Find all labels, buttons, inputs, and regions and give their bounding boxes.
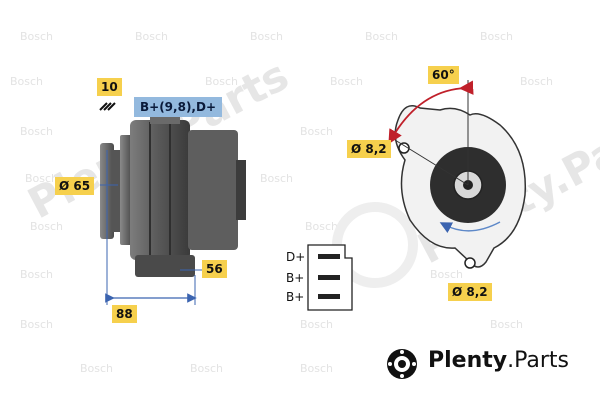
diameter-label: Ø 65 xyxy=(55,177,95,195)
watermark-bosch: Bosch xyxy=(30,220,64,233)
watermark-bosch: Bosch xyxy=(490,318,524,331)
watermark-bosch: Bosch xyxy=(20,125,54,138)
connector-label: B+(9,8),D+ xyxy=(134,97,223,117)
terminal-pin xyxy=(318,294,340,299)
terminal-label: B+ xyxy=(286,271,305,285)
alternator-side-view xyxy=(100,112,246,277)
terminal-block xyxy=(307,244,353,311)
alternator-housing xyxy=(130,120,190,260)
terminal-label: B+ xyxy=(286,290,305,304)
hole-diameter-label-bottom: Ø 8,2 xyxy=(448,283,492,301)
watermark-bosch: Bosch xyxy=(190,362,224,375)
mounting-foot xyxy=(135,255,195,277)
watermark-bosch: Bosch xyxy=(80,362,114,375)
watermark-bosch: Bosch xyxy=(260,172,294,185)
watermark-bosch: Bosch xyxy=(135,30,169,43)
hole-diameter-label-top: Ø 8,2 xyxy=(347,140,391,158)
fan xyxy=(120,135,132,245)
height-dimension-label: 56 xyxy=(202,260,227,278)
rotation-arrow xyxy=(439,221,501,234)
logo-name: Plenty xyxy=(428,348,508,373)
watermark-bosch: Bosch xyxy=(250,30,284,43)
rear-cap xyxy=(236,160,246,220)
watermark-bosch: Bosch xyxy=(25,172,59,185)
logo-suffix: .Parts xyxy=(507,348,569,373)
watermark-bosch: Bosch xyxy=(365,30,399,43)
plenty-parts-logo-icon xyxy=(387,349,417,379)
watermark-bosch: Bosch xyxy=(520,75,554,88)
gasket-label: 10 xyxy=(97,78,122,96)
alternator-front-view xyxy=(388,80,527,269)
dimension-lines xyxy=(100,150,204,305)
rear-housing xyxy=(188,130,238,250)
watermark-bosch: Bosch xyxy=(480,30,514,43)
angle-label: 60° xyxy=(428,66,459,84)
watermark-bosch: Bosch xyxy=(20,268,54,281)
watermark-bosch: Bosch xyxy=(20,30,54,43)
watermark-bosch: Bosch xyxy=(300,362,334,375)
watermark-bosch: Bosch xyxy=(305,220,339,233)
watermark-bosch: Bosch xyxy=(430,268,464,281)
terminal-pin xyxy=(318,275,340,280)
watermark-bosch: Bosch xyxy=(20,318,54,331)
angle-arc xyxy=(388,80,474,145)
mounting-hole-bottom xyxy=(464,257,476,269)
plenty-parts-logo: Plenty.Parts xyxy=(384,344,594,384)
watermark-bosch: Bosch xyxy=(300,318,334,331)
angle-reference-line xyxy=(394,139,469,186)
watermark-bosch: Bosch xyxy=(330,75,364,88)
watermark-bosch: Bosch xyxy=(300,125,334,138)
watermark-bosch: Bosch xyxy=(205,75,239,88)
width-dimension-label: 88 xyxy=(112,305,137,323)
hatch-icon xyxy=(99,102,116,111)
watermark-bosch: Bosch xyxy=(10,75,44,88)
terminal-pin xyxy=(318,254,340,259)
terminal-label: D+ xyxy=(286,250,306,264)
